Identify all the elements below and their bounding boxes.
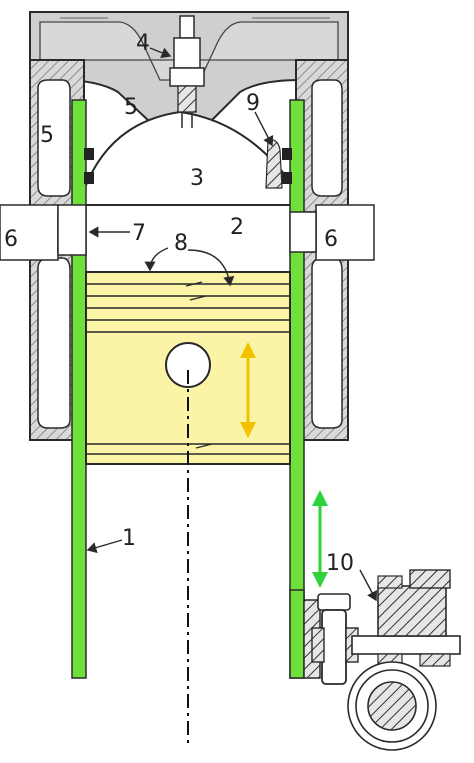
liner-motion-arrow [312,490,328,588]
label-10: 10 [326,551,354,576]
label-4: 4 [136,31,150,56]
label-5-head: 5 [124,95,138,120]
leader-lines [86,47,377,602]
label-6-left: 6 [4,227,18,252]
engine-block-left [0,59,85,441]
piston-pin-hole [165,342,211,388]
combustion-chamber [83,110,297,206]
label-8: 8 [174,231,188,256]
piston-motion-arrow [240,342,256,438]
label-9: 9 [246,91,260,116]
liner-drive-mechanism [311,569,461,751]
label-2: 2 [230,215,244,240]
label-7: 7 [132,221,146,246]
label-1: 1 [122,526,136,551]
spark-plug [169,15,205,128]
label-6-right: 6 [324,227,338,252]
label-3: 3 [190,166,204,191]
label-5-block: 5 [40,123,54,148]
liner-seals [84,139,292,189]
